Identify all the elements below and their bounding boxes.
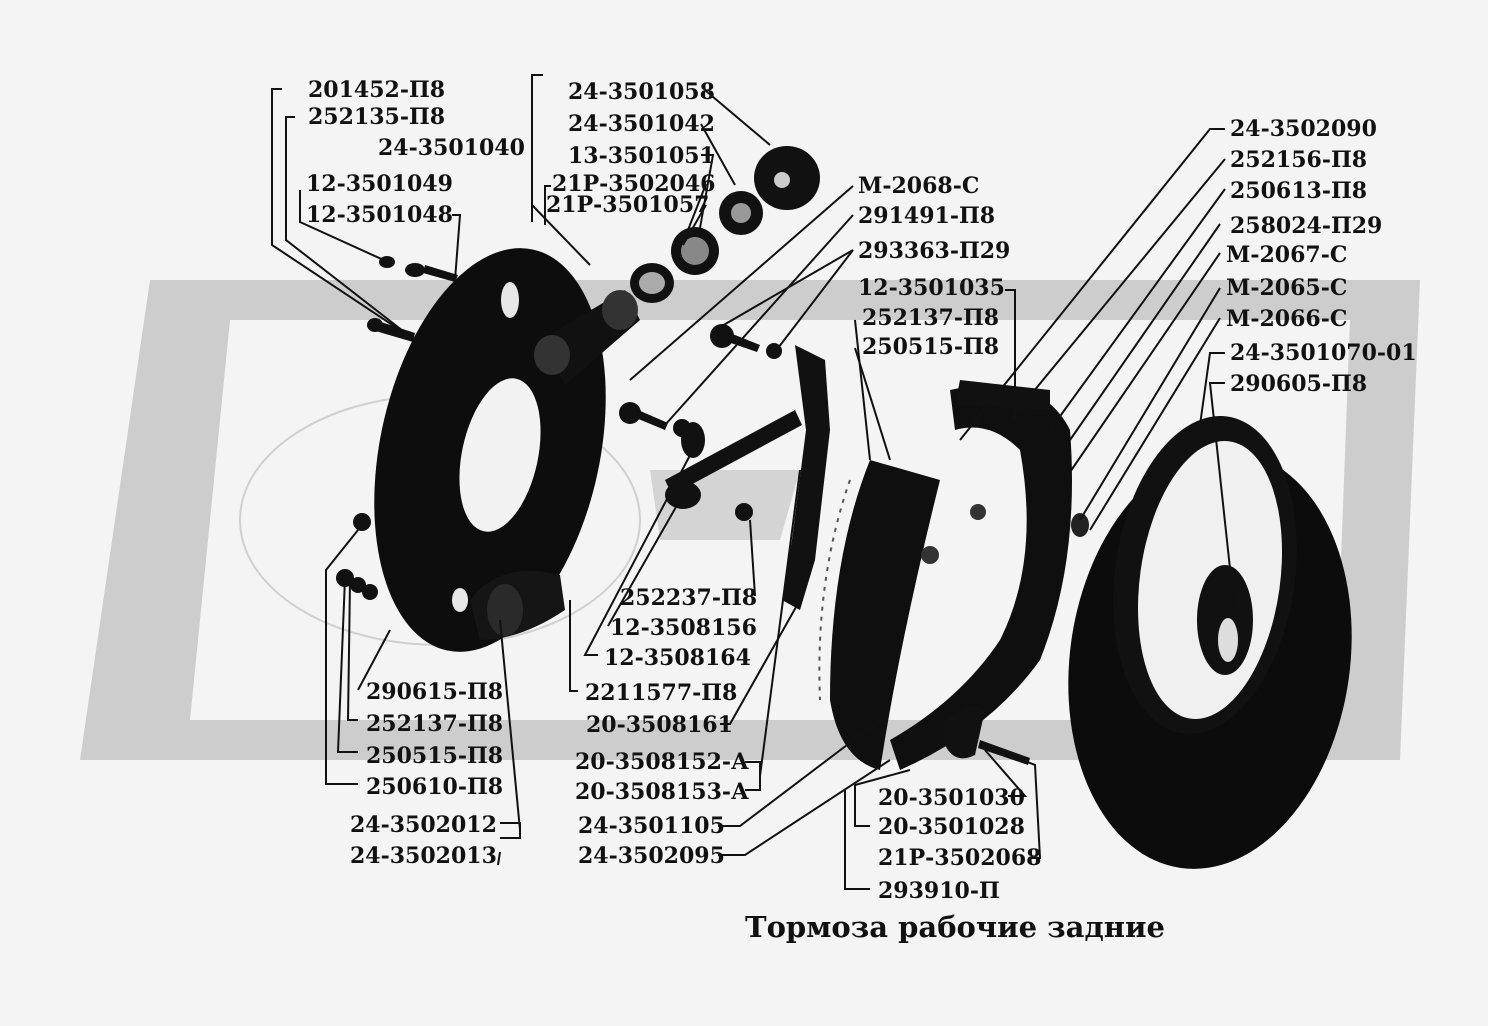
label-20-3508152-A: 20-3508152-А — [575, 749, 749, 775]
label-20-3508161: 20-3508161 — [586, 712, 733, 738]
label-21R-3501057: 21Р-3501057 — [546, 192, 710, 218]
label-20-3508153-A: 20-3508153-А — [575, 779, 749, 805]
leader-lines — [271, 74, 1236, 890]
diagram-title: Тормоза рабочие задние — [745, 910, 1165, 944]
label-13-3501051: 13-3501051 — [568, 143, 715, 169]
label-24-3502090: 24-3502090 — [1230, 116, 1377, 142]
label-12-3508164: 12-3508164 — [604, 645, 751, 671]
label-291491: 291491-П8 — [858, 203, 996, 229]
label-21R-3502046: 21Р-3502046 — [552, 171, 716, 197]
label-24-3501040: 24-3501040 — [378, 135, 525, 161]
label-24-3502013: 24-3502013 — [350, 843, 497, 869]
label-20-3501028: 20-3501028 — [878, 814, 1025, 840]
label-M-2068-S: М-2068-С — [858, 173, 980, 199]
label-250613: 250613-П8 — [1230, 178, 1368, 204]
label-12-3508156: 12-3508156 — [610, 615, 757, 641]
label-201452: 201452-П8 — [308, 77, 446, 103]
label-M-2066-S: М-2066-С — [1226, 306, 1348, 332]
label-12-3501048: 12-3501048 — [306, 202, 453, 228]
label-2211577: 2211577-П8 — [585, 680, 738, 706]
label-252137-top: 252137-П8 — [862, 305, 1000, 331]
label-12-3501049: 12-3501049 — [306, 171, 453, 197]
label-290605: 290605-П8 — [1230, 371, 1368, 397]
label-252237: 252237-П8 — [620, 585, 758, 611]
label-250515-top: 250515-П8 — [862, 334, 1000, 360]
fasteners — [336, 256, 782, 600]
label-24-3502095: 24-3502095 — [578, 843, 725, 869]
label-21R-3502068: 21Р-3502068 — [878, 845, 1042, 871]
label-M-2065-S: М-2065-С — [1226, 275, 1348, 301]
brake-shoes — [818, 380, 1072, 770]
label-24-3501070-01: 24-3501070-01 — [1230, 340, 1417, 366]
brake-drum — [1068, 416, 1352, 869]
label-24-3501058: 24-3501058 — [568, 79, 715, 105]
label-24-3502012: 24-3502012 — [350, 812, 497, 838]
parking-lever — [665, 345, 830, 610]
label-M-2067-S: М-2067-С — [1226, 242, 1348, 268]
label-290615: 290615-П8 — [366, 679, 504, 705]
label-24-3501042: 24-3501042 — [568, 111, 715, 137]
label-252137-bottom: 252137-П8 — [366, 711, 504, 737]
label-20-3501030: 20-3501030 — [878, 785, 1025, 811]
label-250515-bottom: 250515-П8 — [366, 743, 504, 769]
label-252135: 252135-П8 — [308, 104, 446, 130]
label-24-3501105: 24-3501105 — [578, 813, 725, 839]
label-12-3501035: 12-3501035 — [858, 275, 1005, 301]
cylinder-seals — [630, 146, 820, 303]
label-252156: 252156-П8 — [1230, 147, 1368, 173]
label-250610: 250610-П8 — [366, 774, 504, 800]
label-293910: 293910-П — [878, 878, 1000, 904]
label-258024: 258024-П29 — [1230, 213, 1383, 239]
label-293363: 293363-П29 — [858, 238, 1011, 264]
wheel-cylinder — [534, 290, 640, 385]
